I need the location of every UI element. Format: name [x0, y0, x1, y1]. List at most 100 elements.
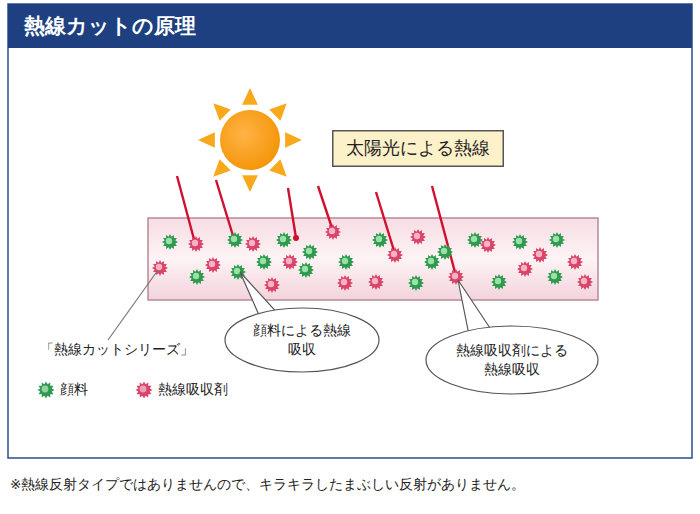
particle: [298, 262, 314, 278]
particle-highlight: [536, 251, 542, 257]
sun-ray: [242, 88, 258, 105]
particle: [264, 277, 280, 293]
sun-ray: [213, 159, 230, 176]
particle: [387, 247, 403, 263]
particle: [480, 237, 496, 253]
particle: [424, 254, 440, 270]
heat-rays: [177, 176, 459, 279]
particles: [152, 224, 593, 293]
particle-highlight: [441, 248, 447, 254]
particle: [448, 269, 464, 285]
particle-highlight: [192, 240, 198, 246]
node-text: 熱線吸収剤による 熱線吸収: [453, 341, 571, 379]
particle-highlight: [495, 278, 501, 284]
sun-disc: [220, 110, 280, 170]
particle-highlight: [260, 258, 266, 264]
particle-highlight: [341, 279, 347, 285]
caption: ※熱線反射タイプではありませんので、キラキラしたまぶしい反射がありません。: [10, 476, 525, 494]
particle: [162, 234, 178, 250]
sun-ray: [213, 103, 230, 120]
particle-highlight: [268, 281, 274, 287]
particle-highlight: [280, 236, 286, 242]
particle-highlight: [484, 241, 490, 247]
particle: [256, 254, 272, 270]
particle: [152, 260, 168, 276]
particle: [189, 269, 205, 285]
legend-text: 熱線吸収剤: [158, 381, 228, 399]
particle: [372, 232, 388, 248]
particle: [408, 275, 424, 291]
particle-highlight: [553, 236, 559, 242]
heat-ray: [318, 186, 333, 231]
particle-highlight: [306, 248, 312, 254]
leader-line: [108, 270, 158, 340]
particle-highlight: [302, 266, 308, 272]
particle-highlight: [156, 264, 162, 270]
legend-item: 熱線吸収剤: [134, 380, 228, 400]
label-box: 太陽光による熱線: [332, 130, 504, 167]
particle-highlight: [521, 265, 527, 271]
particle-highlight: [372, 278, 378, 284]
particle: [245, 236, 261, 252]
sun-ray: [242, 175, 258, 192]
particle: [302, 244, 318, 260]
particle-highlight: [414, 233, 420, 239]
particle-highlight: [516, 238, 522, 244]
particle-highlight: [342, 258, 348, 264]
film-band: [148, 218, 598, 300]
particle-highlight: [166, 238, 172, 244]
sun-ray: [198, 132, 215, 148]
node-outline: [224, 307, 380, 373]
sun: [198, 88, 302, 192]
product-label: 「熱線カットシリーズ」: [40, 341, 194, 359]
particle: [227, 232, 243, 248]
particle: [467, 232, 483, 248]
sun-ray: [269, 103, 286, 120]
legend-item: 顔料: [36, 380, 88, 400]
particle-highlight: [452, 273, 458, 279]
particle: [410, 229, 426, 245]
header-bar: [8, 4, 692, 48]
frame: [8, 4, 692, 458]
particle-highlight: [209, 261, 215, 267]
particle-highlight: [231, 236, 237, 242]
particle-highlight: [471, 236, 477, 242]
particle: [547, 269, 563, 285]
legend-text: 顔料: [60, 381, 88, 399]
particle: [188, 236, 204, 252]
particle-highlight: [412, 279, 418, 285]
particle: [325, 224, 341, 240]
particle: [368, 274, 384, 290]
particle: [512, 234, 528, 250]
particle-highlight: [581, 278, 587, 284]
particle: [532, 247, 548, 263]
particle: [337, 275, 353, 291]
title: 熱線カットの原理: [24, 12, 196, 40]
particle-highlight: [286, 258, 292, 264]
heat-ray: [288, 188, 296, 238]
particle: [549, 232, 565, 248]
heat-ray: [177, 176, 195, 243]
legend-swatch: [36, 380, 56, 400]
callout-bubble: 顔料による熱線 吸収: [224, 307, 380, 373]
particle: [437, 244, 453, 260]
node-outline: [425, 325, 599, 395]
particle: [491, 274, 507, 290]
particle: [205, 257, 221, 273]
particle-highlight: [428, 258, 434, 264]
ray-end: [293, 235, 299, 241]
node-text: 顔料による熱線 吸収: [250, 321, 354, 359]
particle: [338, 254, 354, 270]
particle-highlight: [193, 273, 199, 279]
particle: [567, 254, 583, 270]
particle: [282, 254, 298, 270]
particle-highlight: [551, 273, 557, 279]
particle: [577, 274, 593, 290]
sun-ray: [285, 132, 302, 148]
node-text: 太陽光による熱線: [346, 136, 490, 160]
heat-ray: [216, 180, 234, 239]
particle-highlight: [376, 236, 382, 242]
particle-highlight: [329, 228, 335, 234]
